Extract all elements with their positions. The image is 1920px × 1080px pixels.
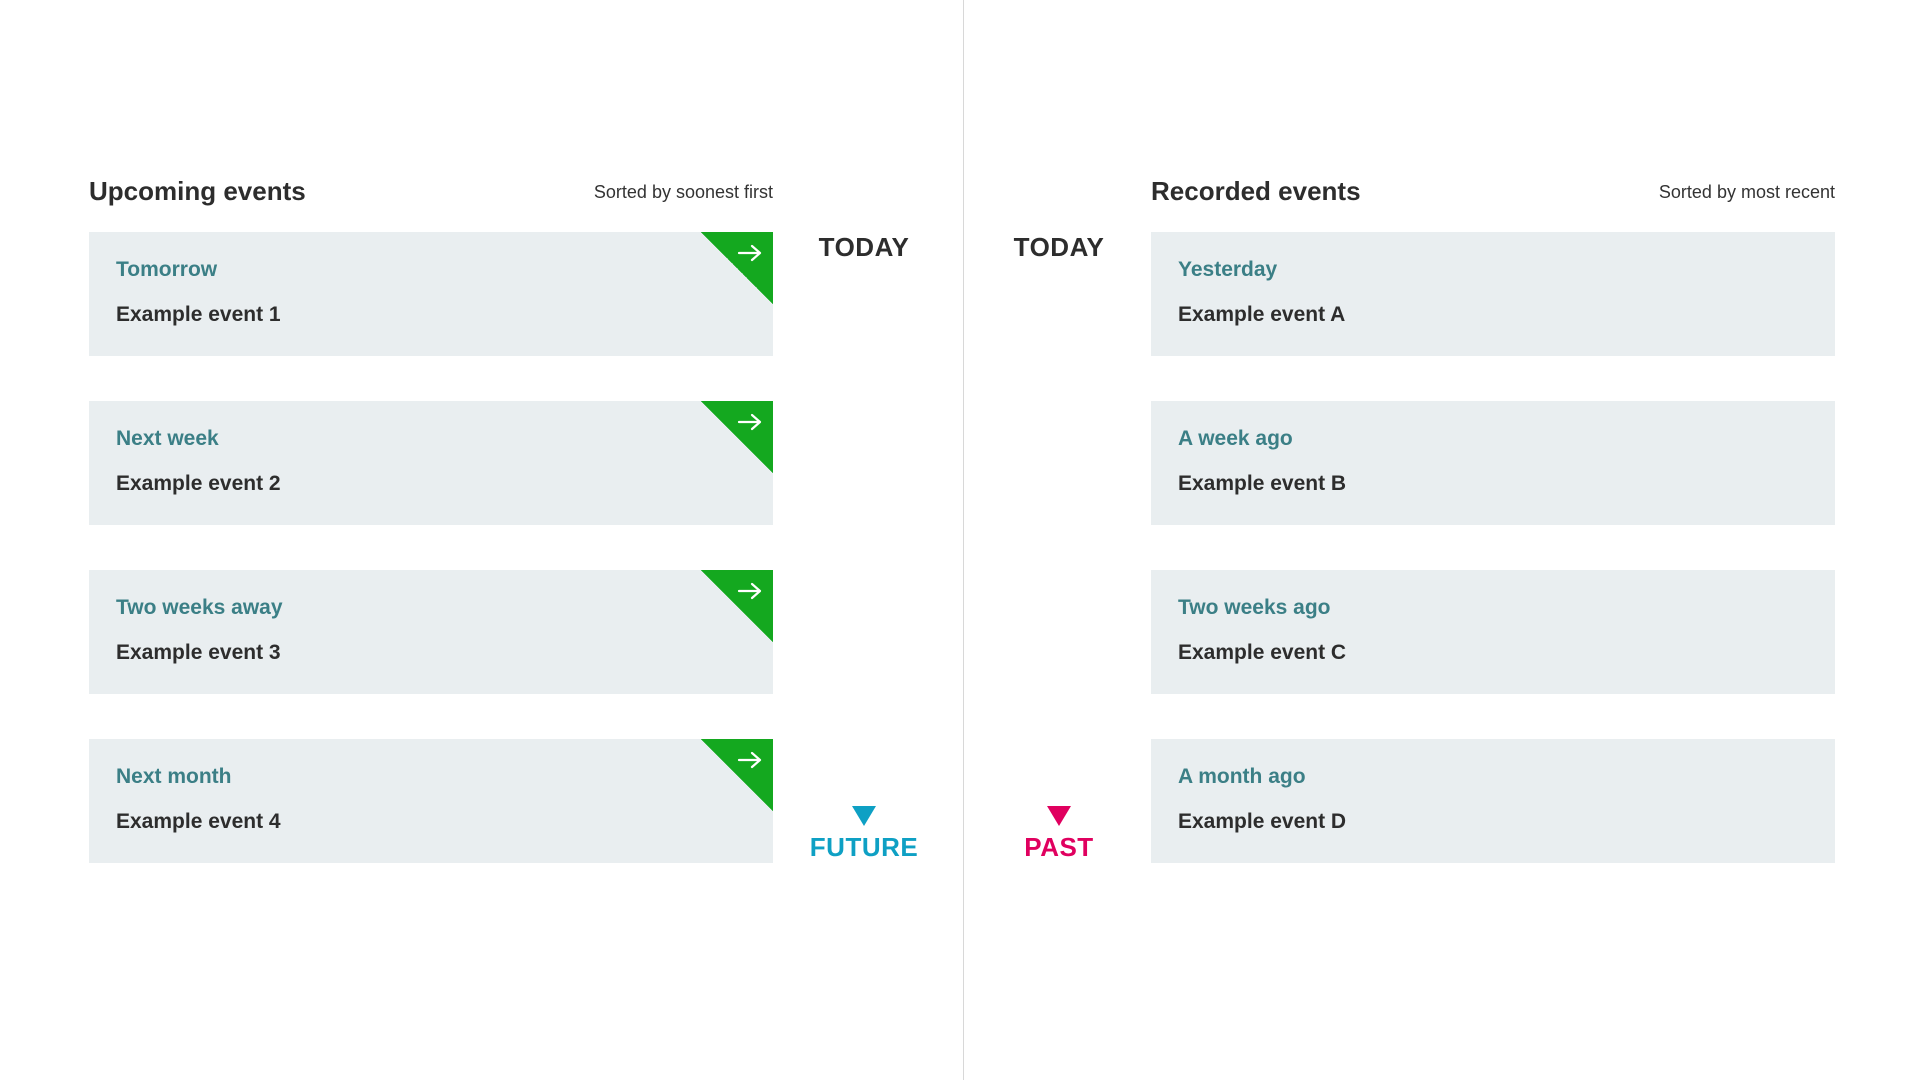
recorded-events-panel: Recorded events Sorted by most recent Ye… bbox=[1151, 170, 1835, 908]
event-name: Example event A bbox=[1178, 303, 1346, 326]
recorded-event-card: Two weeks ago Example event C bbox=[1151, 570, 1835, 694]
event-name: Example event 3 bbox=[116, 641, 281, 664]
event-name: Example event C bbox=[1178, 641, 1347, 664]
future-arrow-icon bbox=[852, 286, 876, 826]
arrow-right-icon bbox=[737, 751, 762, 769]
arrow-right-icon bbox=[737, 413, 762, 431]
event-when: Two weeks away bbox=[116, 596, 283, 619]
event-when: A week ago bbox=[1178, 427, 1293, 450]
arrow-right-icon bbox=[737, 244, 762, 262]
event-name: Example event 1 bbox=[116, 303, 281, 326]
recorded-event-card: Yesterday Example event A bbox=[1151, 232, 1835, 356]
recorded-events-title: Recorded events bbox=[1151, 176, 1361, 206]
open-event-corner[interactable] bbox=[701, 401, 773, 473]
event-name: Example event D bbox=[1178, 810, 1347, 833]
event-when: Two weeks ago bbox=[1178, 596, 1331, 619]
event-when: Next month bbox=[116, 765, 232, 788]
upcoming-event-card[interactable]: Next week Example event 2 bbox=[89, 401, 773, 525]
past-timeline-today-label: TODAY bbox=[1013, 232, 1105, 262]
past-timeline-past-label: PAST bbox=[1024, 832, 1094, 862]
open-event-corner[interactable] bbox=[701, 739, 773, 811]
future-timeline: TODAY FUTURE bbox=[794, 228, 934, 868]
upcoming-events-panel: Upcoming events Sorted by soonest first … bbox=[89, 170, 773, 908]
upcoming-event-card[interactable]: Tomorrow Example event 1 bbox=[89, 232, 773, 356]
upcoming-event-card[interactable]: Next month Example event 4 bbox=[89, 739, 773, 863]
open-event-corner[interactable] bbox=[701, 570, 773, 642]
upcoming-sort-label: Sorted by soonest first bbox=[593, 182, 773, 202]
recorded-event-card: A week ago Example event B bbox=[1151, 401, 1835, 525]
arrow-right-icon bbox=[737, 582, 762, 600]
upcoming-events-header: Upcoming events Sorted by soonest first bbox=[89, 170, 773, 232]
recorded-sort-label: Sorted by most recent bbox=[1658, 182, 1835, 202]
future-timeline-future-label: FUTURE bbox=[809, 832, 919, 862]
future-timeline-today-label: TODAY bbox=[818, 232, 910, 262]
open-event-corner[interactable] bbox=[701, 232, 773, 304]
event-name: Example event 2 bbox=[116, 472, 281, 495]
recorded-events-header: Recorded events Sorted by most recent bbox=[1151, 170, 1835, 232]
event-when: Next week bbox=[116, 427, 219, 450]
event-when: A month ago bbox=[1178, 765, 1306, 788]
upcoming-event-card[interactable]: Two weeks away Example event 3 bbox=[89, 570, 773, 694]
event-name: Example event B bbox=[1178, 472, 1347, 495]
event-when: Yesterday bbox=[1178, 258, 1278, 281]
event-when: Tomorrow bbox=[116, 258, 218, 281]
center-divider bbox=[963, 0, 964, 1080]
past-arrow-icon bbox=[1047, 286, 1071, 826]
upcoming-events-title: Upcoming events bbox=[89, 176, 306, 206]
past-timeline: TODAY PAST bbox=[989, 228, 1129, 868]
event-name: Example event 4 bbox=[116, 810, 281, 833]
recorded-event-card: A month ago Example event D bbox=[1151, 739, 1835, 863]
